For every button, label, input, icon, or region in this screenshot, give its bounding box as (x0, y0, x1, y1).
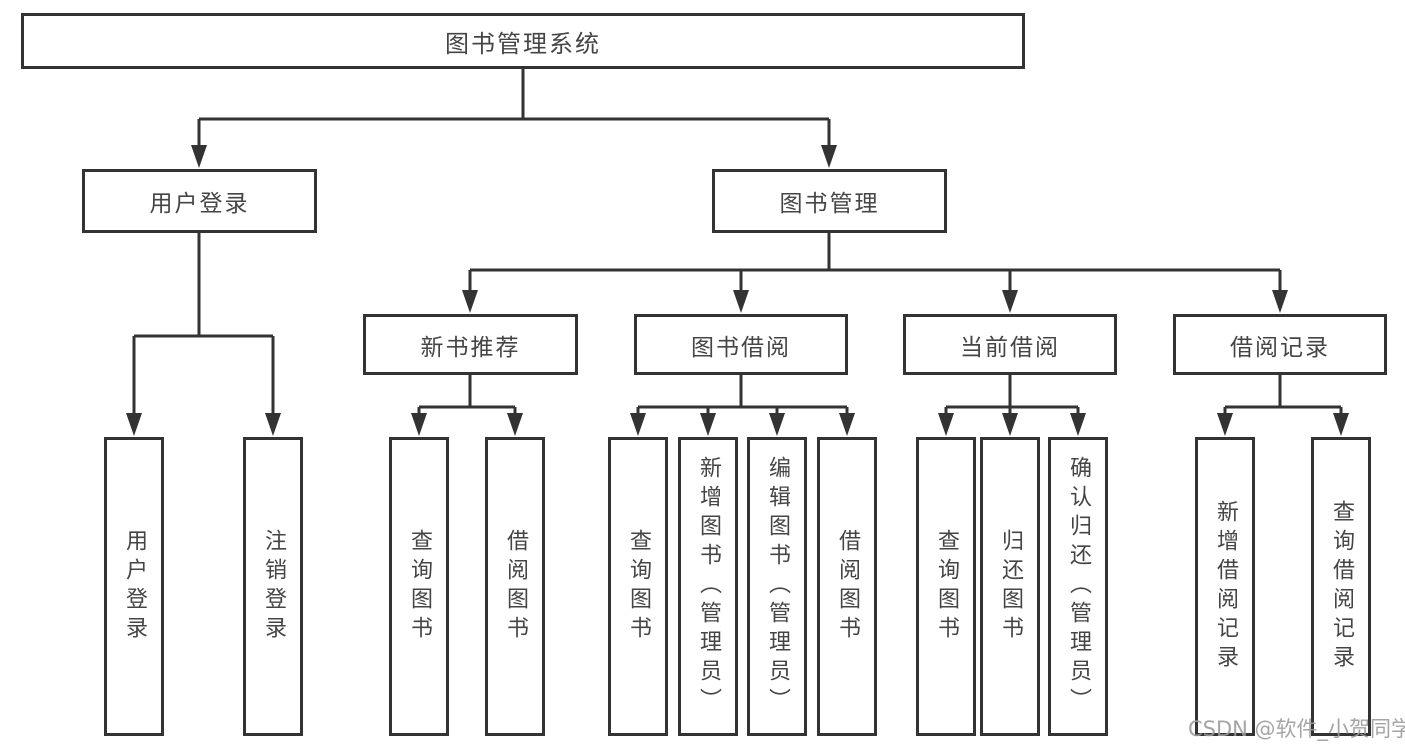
leaf-user-login: 用户登录 (104, 437, 164, 736)
node-label: 借阅记录 (1230, 334, 1330, 361)
node-new-book-recommendation: 新书推荐 (363, 314, 578, 375)
leaf-logout: 注销登录 (243, 437, 303, 736)
node-label: 借阅图书 (835, 528, 860, 645)
node-label: 用户登录 (122, 528, 147, 645)
leaf-add-books-admin: 新增图书（管理员） (678, 437, 738, 736)
node-label: 查询图书 (934, 528, 959, 645)
node-label: 确认归还（管理员） (1066, 456, 1091, 717)
node-label: 图书管理 (779, 191, 880, 217)
node-label: 新书推荐 (420, 334, 521, 361)
leaf-edit-books-admin: 编辑图书（管理员） (747, 437, 807, 736)
node-label: 借阅图书 (503, 528, 528, 645)
leaf-query-books-current: 查询图书 (916, 437, 976, 736)
leaf-query-borrow-record: 查询借阅记录 (1311, 437, 1371, 736)
node-label: 查询图书 (407, 528, 432, 645)
node-book-borrowing: 图书借阅 (634, 314, 848, 375)
node-label: 用户登录 (149, 191, 250, 217)
leaf-borrow-books-recommend: 借阅图书 (485, 437, 545, 736)
node-label: 当前借阅 (960, 334, 1060, 361)
leaf-return-books: 归还图书 (980, 437, 1040, 736)
leaf-confirm-return-admin: 确认归还（管理员） (1048, 437, 1108, 736)
leaf-add-borrow-record: 新增借阅记录 (1195, 437, 1255, 736)
leaf-query-books-recommend: 查询图书 (389, 437, 449, 736)
watermark-text: CSDN @软件_小贺同学 (1188, 717, 1405, 741)
node-label: 新增借阅记录 (1213, 499, 1238, 674)
node-label: 查询借阅记录 (1329, 499, 1354, 674)
node-label: 图书借阅 (691, 334, 791, 361)
node-book-management: 图书管理 (712, 169, 947, 233)
node-label: 编辑图书（管理员） (765, 456, 790, 717)
node-current-borrowing: 当前借阅 (903, 314, 1117, 375)
node-label: 新增图书（管理员） (696, 456, 721, 717)
node-label: 归还图书 (998, 528, 1023, 645)
node-library-management-system: 图书管理系统 (21, 13, 1025, 69)
node-user-login: 用户登录 (82, 169, 317, 233)
node-label: 图书管理系统 (445, 29, 601, 58)
leaf-query-books-borrowing: 查询图书 (608, 437, 668, 736)
node-label: 查询图书 (626, 528, 651, 645)
leaf-borrow-books: 借阅图书 (817, 437, 877, 736)
node-label: 注销登录 (261, 528, 286, 645)
node-borrowing-records: 借阅记录 (1173, 314, 1387, 375)
